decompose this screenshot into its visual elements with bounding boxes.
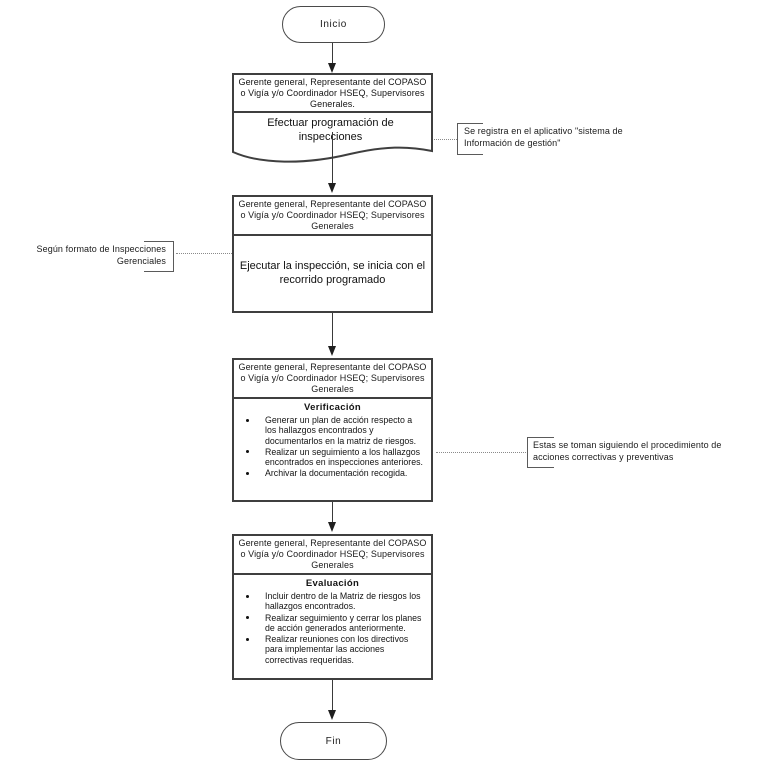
list-item: Generar un plan de acción respecto a los… — [234, 415, 431, 447]
step2-role-header: Gerente general, Representante del COPAS… — [234, 197, 431, 236]
connector-step1-step2 — [332, 132, 333, 183]
connector-step2-step3 — [332, 313, 333, 346]
start-terminal: Inicio — [282, 6, 385, 43]
arrowhead-down-icon — [328, 522, 336, 532]
connector-start-step1 — [332, 43, 333, 64]
arrowhead-down-icon — [328, 183, 336, 193]
annotation2-text: Según formato de Inspecciones Gerenciale… — [36, 244, 166, 266]
list-item: Incluir dentro de la Matriz de riesgos l… — [234, 591, 431, 613]
list-item: Realizar reuniones con los directivos pa… — [234, 634, 431, 666]
annotation2-bracket — [144, 241, 174, 272]
list-item: Realizar seguimiento y cerrar los planes… — [234, 613, 431, 635]
annotation3-bracket — [527, 437, 554, 468]
annotation2-dotted-line — [176, 253, 232, 254]
annotation1-text: Se registra en el aplicativo "sistema de… — [464, 126, 623, 148]
list-item: Archivar la documentación recogida. — [234, 468, 431, 479]
step4-role-header: Gerente general, Representante del COPAS… — [234, 536, 431, 575]
connector-step3-step4 — [332, 502, 333, 522]
annotation3-text: Estas se toman siguiendo el procedimient… — [533, 440, 722, 462]
step3-box: Gerente general, Representante del COPAS… — [232, 358, 433, 502]
list-item: Realizar un seguimiento a los hallazgos … — [234, 447, 431, 469]
connector-step4-end — [332, 680, 333, 710]
start-label: Inicio — [320, 19, 347, 30]
step2-box: Gerente general, Representante del COPAS… — [232, 195, 433, 313]
step3-bullet-list: Generar un plan de acción respecto a los… — [234, 415, 431, 480]
end-terminal: Fin — [280, 722, 387, 760]
step1-header-box: Gerente general, Representante del COPAS… — [232, 73, 433, 113]
annotation1-bracket — [457, 123, 483, 155]
annotation1-dotted-line — [434, 139, 457, 140]
arrowhead-down-icon — [328, 63, 336, 73]
step4-box: Gerente general, Representante del COPAS… — [232, 534, 433, 680]
step1-role-header: Gerente general, Representante del COPAS… — [238, 77, 427, 109]
step3-role-header: Gerente general, Representante del COPAS… — [234, 360, 431, 399]
step1-document-shape — [232, 113, 433, 163]
step3-section-title: Verificación — [304, 402, 361, 413]
arrowhead-down-icon — [328, 346, 336, 356]
step1-action: Efectuar programación de inspecciones — [267, 117, 394, 143]
arrowhead-down-icon — [328, 710, 336, 720]
step4-section-title: Evaluación — [305, 578, 360, 589]
step2-action: Ejecutar la inspección, se inicia con el… — [239, 260, 426, 286]
step4-bullet-list: Incluir dentro de la Matriz de riesgos l… — [234, 591, 431, 666]
end-label: Fin — [325, 735, 342, 747]
annotation3-dotted-line — [436, 452, 526, 453]
